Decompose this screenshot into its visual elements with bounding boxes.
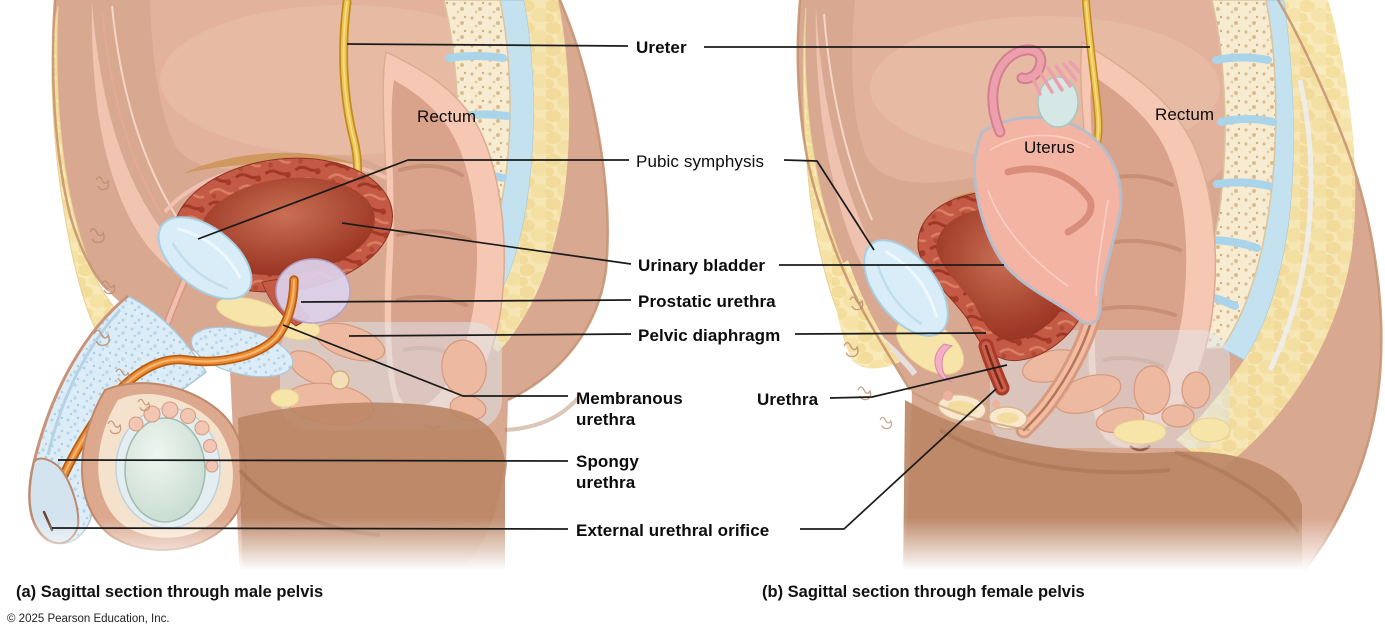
label-uterus: Uterus	[1024, 138, 1075, 157]
label-spongy-urethra: Spongy urethra	[576, 452, 639, 492]
label-prostatic-urethra: Prostatic urethra	[638, 292, 776, 311]
copyright-notice: © 2025 Pearson Education, Inc.	[7, 613, 170, 625]
female-rectum-lumen	[1090, 75, 1187, 425]
female-vagina	[1015, 293, 1105, 439]
label-pelvic-diaphragm: Pelvic diaphragm	[638, 326, 781, 345]
label-urethra: Urethra	[757, 390, 819, 409]
male-urethra-tube	[45, 275, 299, 517]
female-fimbriae	[1030, 60, 1082, 96]
male-pelvis-illustration	[28, 0, 609, 578]
male-corpus-divider	[46, 308, 122, 456]
label-external-urethral-orifice: External urethral orifice	[576, 521, 770, 540]
female-uterus-striations	[987, 134, 1109, 297]
label-ureter: Ureter	[636, 38, 687, 57]
male-testis	[124, 417, 206, 523]
female-uterine-cavity	[1004, 165, 1095, 236]
caption-female-panel: (b) Sagittal section through female pelv…	[762, 583, 1085, 601]
male-epididymis	[128, 401, 219, 473]
female-posterior-fat	[1176, 0, 1356, 472]
male-pubic-symphysis	[157, 216, 253, 300]
female-pelvis-illustration	[796, 0, 1383, 578]
female-pelvic-floor-muscles	[988, 325, 1211, 434]
male-buttock-crease	[504, 396, 580, 432]
label-membranous-urethra: Membranous urethra	[576, 389, 683, 429]
label-rectum-male: Rectum	[417, 107, 477, 126]
label-pubic-symphysis: Pubic symphysis	[636, 152, 765, 171]
female-pubic-symphysis	[863, 239, 949, 337]
male-bladder-peritoneal-cap	[182, 152, 374, 174]
male-bulbourethral-gland	[330, 370, 350, 390]
label-urinary-bladder: Urinary bladder	[638, 256, 766, 275]
male-rectus-muscle	[91, 2, 188, 268]
female-ovary	[1037, 76, 1079, 128]
label-rectum-female: Rectum	[1155, 105, 1215, 124]
caption-male-panel: (a) Sagittal section through male pelvis	[16, 583, 324, 601]
female-anus	[1129, 444, 1151, 452]
